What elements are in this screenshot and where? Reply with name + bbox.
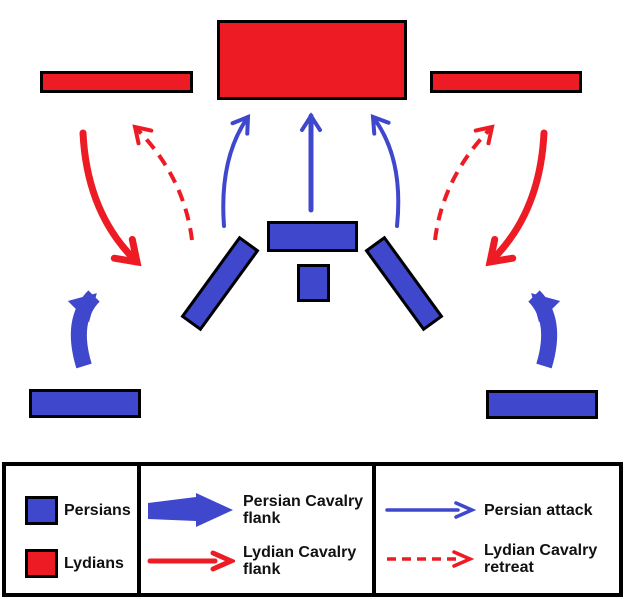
thin-blue-arrow-icon (385, 501, 476, 519)
persians-label: Persians (64, 502, 131, 519)
persian-right-cavalry (486, 390, 598, 419)
red-dashed-arrow-icon (387, 550, 475, 568)
lydian-left-wing (40, 71, 193, 93)
legend-section-units: Persians Lydians (6, 466, 137, 593)
lydian-cavalry-retreat-arrow-left (132, 124, 194, 241)
legend-item-lydians: Lydians (25, 549, 137, 578)
legend-item-persian-cavalry-flank: Persian Cavalry flank (147, 492, 372, 528)
persian-attack-label: Persian attack (484, 501, 593, 519)
lydian-cavalry-flank-label: Lydian Cavalry flank (243, 544, 357, 578)
legend-item-persian-attack: Persian attack (384, 500, 619, 520)
lydians-label: Lydians (64, 555, 124, 572)
lydian-right-wing (430, 71, 582, 93)
legend: Persians Lydians Persian Cavalry flank L… (2, 462, 623, 597)
legend-item-persians: Persians (25, 496, 137, 525)
persian-reserve-square (297, 264, 330, 302)
lydian-cavalry-retreat-arrow-right (433, 124, 495, 241)
red-solid-arrow-icon (147, 550, 235, 572)
lydians-swatch (25, 549, 58, 578)
lydian-cavalry-flank-arrow-left (79, 129, 142, 267)
legend-section-flank: Persian Cavalry flank Lydian Cavalry fla… (137, 466, 372, 593)
persian-attack-arrow-left (221, 113, 251, 228)
persian-left-cavalry (29, 389, 141, 418)
legend-item-lydian-cavalry-flank: Lydian Cavalry flank (147, 544, 372, 578)
legend-item-lydian-cavalry-retreat: Lydian Cavalry retreat (384, 542, 619, 576)
lydian-cavalry-flank-arrow-right (485, 129, 548, 267)
lydian-center-formation (217, 20, 407, 100)
persian-cavalry-flank-label: Persian Cavalry flank (243, 493, 364, 527)
lydian-cavalry-retreat-label: Lydian Cavalry retreat (484, 542, 598, 576)
thick-blue-block-arrow-icon (148, 493, 233, 527)
persian-attack-arrow-right (370, 114, 401, 228)
persian-cavalry-flank-arrow-left (67, 290, 100, 369)
persians-swatch (25, 496, 58, 525)
legend-section-attack: Persian attack Lydian Cavalry retreat (372, 466, 619, 593)
persian-center-line (267, 221, 358, 252)
arrow-overlay (67, 112, 561, 369)
persian-cavalry-flank-arrow-right (528, 290, 561, 369)
